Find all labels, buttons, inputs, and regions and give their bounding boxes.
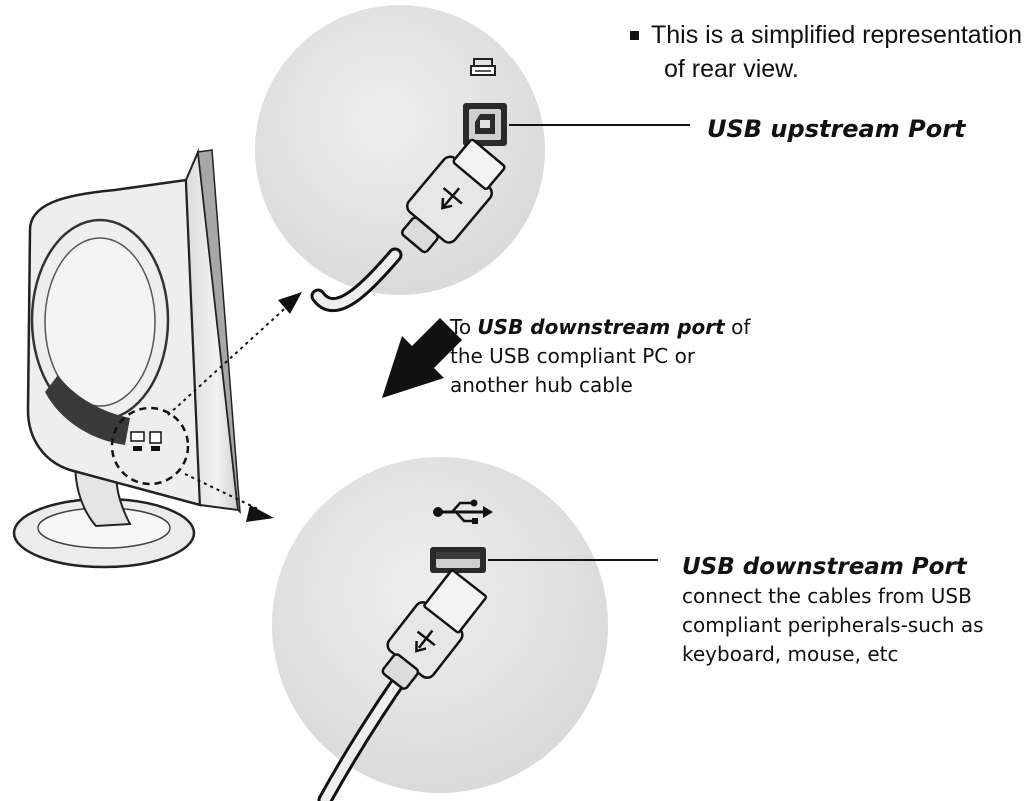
printer-icon [470,58,496,76]
monitor-accent-band [45,375,130,445]
usb-b-plug [400,138,506,254]
connection-line-2: the USB compliant PC or [450,344,696,368]
usb-trident-icon [433,499,493,524]
rear-view-note: This is a simplified representation of r… [630,18,1022,86]
usb-a-port [430,547,486,573]
usb-a-plug [381,569,488,690]
downstream-line-3: keyboard, mouse, etc [682,642,899,666]
downstream-line-2: compliant peripherals-such as [682,613,984,637]
connection-instruction: To USB downstream port of the USB compli… [450,313,750,400]
connection-emphasis: USB downstream port [477,315,725,339]
usb-downstream-port-title: USB downstream Port [682,554,967,580]
connection-suffix: of [724,315,751,339]
usb-b-port [463,103,507,146]
note-line-1: This is a simplified representation [651,21,1022,49]
connection-prefix: To [450,315,478,339]
upstream-zoom-circle [255,5,690,313]
connection-line-3: another hub cable [450,373,633,397]
usb-downstream-port-description: USB downstream Port connect the cables f… [682,552,984,669]
monitor-rear-view [12,148,241,569]
downstream-zoom-circle [272,457,658,801]
downstream-line-1: connect the cables from USB [682,584,972,608]
port-cluster-zoom-circle [110,406,190,486]
arrow-down-left-icon [382,318,462,398]
note-line-2: of rear view. [664,55,799,83]
usb-upstream-port-label: USB upstream Port [707,115,966,143]
connection-line-1: To USB downstream port of [450,313,750,342]
zoom-leader-arrows [167,292,302,522]
note-bullet [630,31,639,40]
